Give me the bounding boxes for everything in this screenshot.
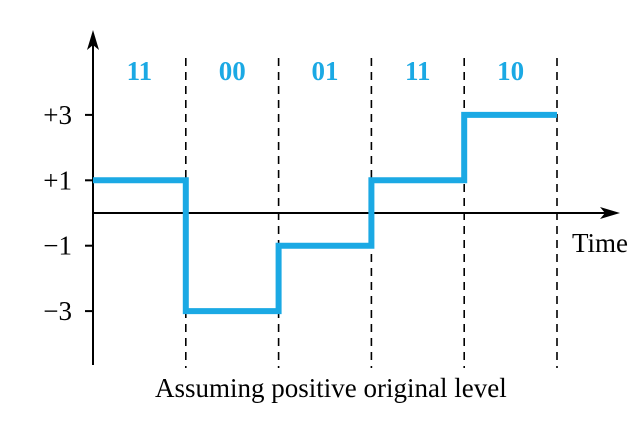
y-axis-arrow-icon [87,30,99,50]
segment-label: 10 [497,56,524,86]
y-tick-label: −3 [43,296,72,326]
segment-label: 01 [312,56,339,86]
x-axis-arrow-icon [600,207,620,219]
segment-label: 00 [219,56,246,86]
signal-line [93,111,557,315]
y-tick-label: +1 [43,165,72,195]
segment-label: 11 [127,56,153,86]
signal-series [93,111,557,315]
x-axis-title: Time [572,228,628,258]
chart-caption: Assuming positive original level [155,373,507,403]
segment-label: 11 [405,56,431,86]
y-tick-label: −1 [43,231,72,261]
segment-labels: 11 00 01 11 10 [127,56,524,86]
y-tick-label: +3 [43,100,72,130]
y-ticks: +3 +1 −1 −3 [43,100,93,326]
